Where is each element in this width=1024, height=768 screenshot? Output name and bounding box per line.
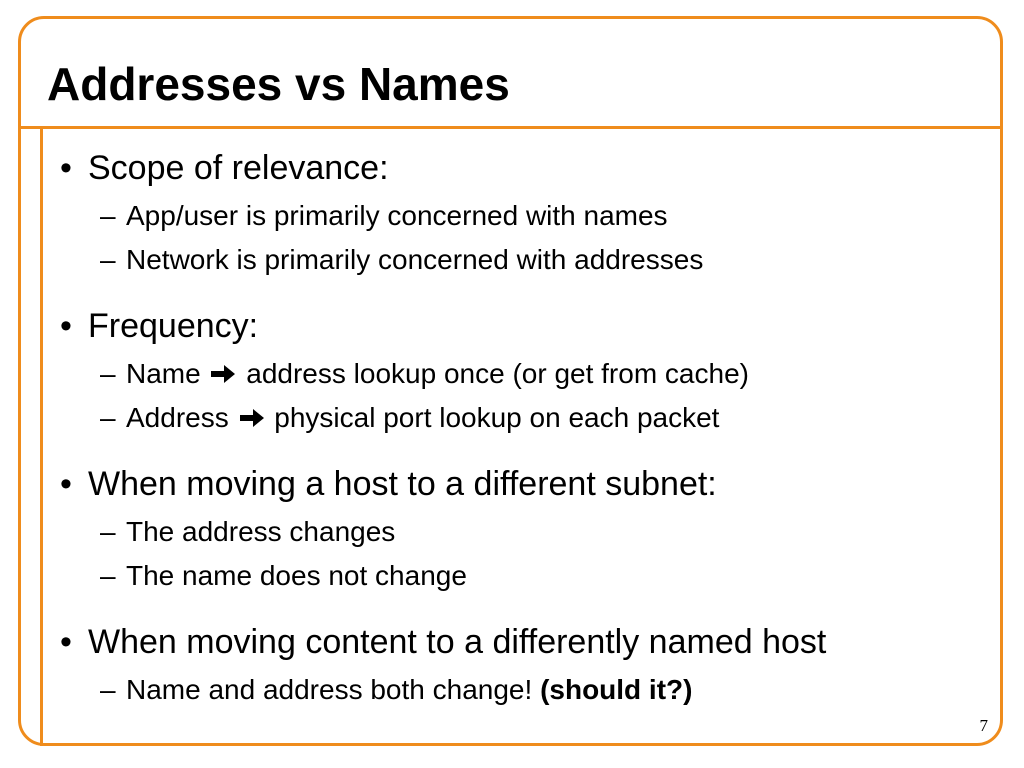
dash-marker: – (100, 402, 116, 433)
bullet-dot: • (60, 465, 72, 503)
sub-item: – Name address lookup once (or get from … (100, 352, 990, 396)
sub-text: The address changes (126, 516, 396, 547)
bullet-dot: • (60, 307, 72, 345)
sub-item: – Name and address both change! (should … (100, 668, 990, 712)
dash-marker: – (100, 200, 116, 231)
title-divider (18, 126, 1003, 129)
page-number: 7 (979, 716, 989, 735)
dash-marker: – (100, 244, 116, 275)
right-arrow-icon (239, 408, 264, 427)
dash-marker: – (100, 516, 116, 547)
dash-marker: – (100, 674, 116, 705)
sub-text: App/user is primarily concerned with nam… (126, 200, 668, 231)
bullet-text: When moving content to a differently nam… (88, 623, 827, 661)
sub-list: – Name address lookup once (or get from … (60, 352, 990, 440)
sub-text-before-arrow: Name (126, 358, 201, 389)
bullet-item: • Frequency: (60, 304, 990, 348)
slide-title: Addresses vs Names (47, 58, 510, 110)
bullet-item: • When moving content to a differently n… (60, 620, 990, 664)
bullet-text: When moving a host to a different subnet… (88, 465, 717, 503)
sub-text: Name and address both change! (126, 674, 533, 705)
sub-text: Network is primarily concerned with addr… (126, 244, 704, 275)
slide-frame (18, 16, 1003, 746)
bullet-list: • Scope of relevance: – App/user is prim… (60, 146, 990, 734)
sub-text: The name does not change (126, 560, 467, 591)
bullet-group-frequency: • Frequency: – Name address lookup once … (60, 304, 990, 440)
sub-text-before-arrow: Address (126, 402, 229, 433)
sub-list: – Name and address both change! (should … (60, 668, 990, 712)
right-arrow-icon (211, 364, 236, 383)
bullet-dot: • (60, 623, 72, 661)
bullet-item: • Scope of relevance: (60, 146, 990, 190)
dash-marker: – (100, 358, 116, 389)
bullet-group-moving-content: • When moving content to a differently n… (60, 620, 990, 712)
sub-text-after-arrow: physical port lookup on each packet (274, 402, 720, 433)
sub-list: – App/user is primarily concerned with n… (60, 194, 990, 282)
side-divider (40, 126, 43, 746)
sub-item: – Network is primarily concerned with ad… (100, 238, 990, 282)
bullet-group-moving-host: • When moving a host to a different subn… (60, 462, 990, 598)
sub-list: – The address changes – The name does no… (60, 510, 990, 598)
bullet-item: • When moving a host to a different subn… (60, 462, 990, 506)
bullet-text: Frequency: (88, 307, 259, 345)
sub-item: – App/user is primarily concerned with n… (100, 194, 990, 238)
sub-text-after-arrow: address lookup once (or get from cache) (246, 358, 749, 389)
bullet-dot: • (60, 149, 72, 187)
bullet-group-scope: • Scope of relevance: – App/user is prim… (60, 146, 990, 282)
dash-marker: – (100, 560, 116, 591)
sub-item: – Address physical port lookup on each p… (100, 396, 990, 440)
sub-item: – The name does not change (100, 554, 990, 598)
bullet-text: Scope of relevance: (88, 149, 389, 187)
sub-item: – The address changes (100, 510, 990, 554)
emphasis-text: (should it?) (540, 674, 693, 705)
